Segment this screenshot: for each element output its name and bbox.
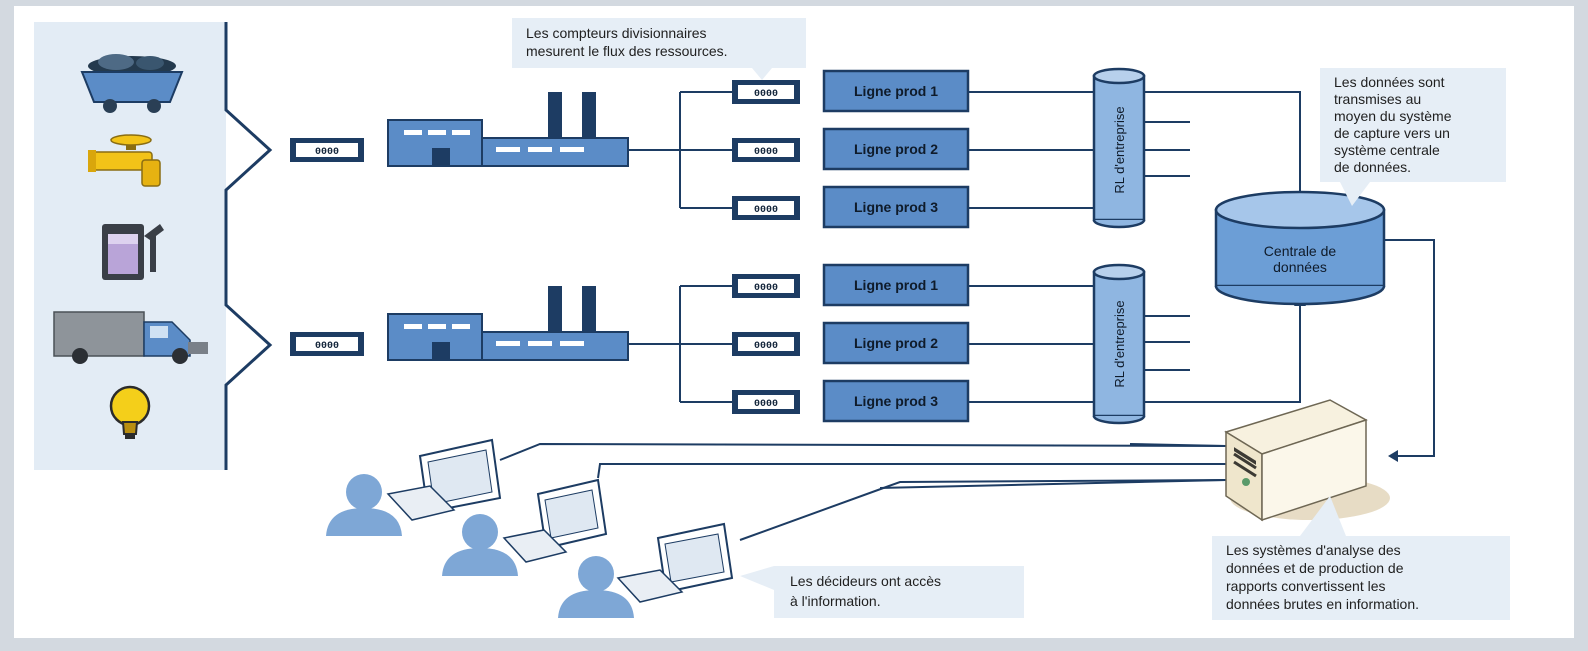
lan-label: RL d'entreprise — [1112, 106, 1127, 193]
meter-reading: 0000 — [754, 205, 778, 216]
sub-meter-bottom-3: 0000 — [732, 390, 800, 414]
callout-analysis-line2: données et de production de — [1226, 560, 1404, 576]
connector-lines — [499, 91, 1435, 541]
callout-data-line6: de données. — [1334, 159, 1411, 175]
main-meter-bottom: 0000 — [290, 332, 364, 356]
factory-top-icon — [387, 92, 629, 167]
production-line-box: Ligne prod 3 — [822, 379, 970, 423]
main-meter-top: 0000 — [290, 138, 364, 162]
workstation-2 — [502, 478, 608, 563]
water-tap-icon — [88, 134, 161, 187]
production-line-box: Ligne prod 2 — [822, 127, 970, 171]
arrow-left-icon — [1388, 450, 1398, 462]
sub-meter-bottom-1: 0000 — [732, 274, 800, 298]
lan-cylinder-bottom: RL d'entreprise — [1092, 263, 1146, 425]
callout-data-line3: moyen du système — [1334, 108, 1452, 124]
callout-analysis-line1: Les systèmes d'analyse des — [1226, 542, 1401, 558]
production-line-label: Ligne prod 3 — [854, 199, 938, 215]
callout-data-transmission: Les données sont transmises au moyen du … — [1320, 68, 1506, 206]
user-avatar-3 — [558, 556, 634, 618]
meter-reading: 0000 — [315, 341, 339, 352]
meter-reading: 0000 — [754, 89, 778, 100]
callout-users-line1: Les décideurs ont accès — [790, 573, 941, 589]
workstation-1 — [386, 438, 502, 521]
sub-meter-top-1: 0000 — [732, 80, 800, 104]
meter-reading: 0000 — [315, 147, 339, 158]
callout-data-line5: système centrale — [1334, 142, 1440, 158]
coal-cart-icon — [80, 54, 184, 113]
production-line-label: Ligne prod 2 — [854, 335, 938, 351]
user-avatar-1 — [326, 474, 402, 536]
callout-users-line2: à l'information. — [790, 593, 881, 609]
callout-data-line2: transmises au — [1334, 91, 1421, 107]
meter-reading: 0000 — [754, 399, 778, 410]
callout-data-line1: Les données sont — [1334, 74, 1445, 90]
workstation-3 — [616, 522, 734, 603]
production-line-box: Ligne prod 1 — [822, 69, 970, 113]
central-database: Centrale de données — [1214, 190, 1386, 306]
truck-icon — [53, 311, 208, 364]
production-line-box: Ligne prod 3 — [822, 185, 970, 229]
production-line-box: Ligne prod 2 — [822, 321, 970, 365]
server-icon — [1224, 399, 1390, 522]
factory-bottom-icon — [387, 286, 629, 361]
callout-analysis-line4: données brutes en information. — [1226, 596, 1419, 612]
sub-meter-bottom-2: 0000 — [732, 332, 800, 356]
sub-meter-top-2: 0000 — [732, 138, 800, 162]
database-label-line1: Centrale de — [1264, 243, 1337, 259]
callout-meters-line2: mesurent le flux des ressources. — [526, 43, 728, 59]
lan-cylinder-top: RL d'entreprise — [1092, 67, 1146, 229]
user-avatar-2 — [442, 514, 518, 576]
sub-meter-top-3: 0000 — [732, 196, 800, 220]
meter-reading: 0000 — [754, 283, 778, 294]
production-line-label: Ligne prod 3 — [854, 393, 938, 409]
callout-meters-line1: Les compteurs divisionnaires — [526, 25, 707, 41]
callout-users: Les décideurs ont accès à l'information. — [740, 566, 1024, 618]
lan-label: RL d'entreprise — [1112, 300, 1127, 387]
database-label-line2: données — [1273, 259, 1327, 275]
production-line-label: Ligne prod 1 — [854, 277, 938, 293]
callout-data-line4: de capture vers un — [1334, 125, 1450, 141]
light-bulb-icon — [109, 385, 151, 439]
fuel-pump-icon — [102, 224, 164, 280]
production-line-label: Ligne prod 2 — [854, 141, 938, 157]
callout-analysis-line3: rapports convertissent les — [1226, 578, 1386, 594]
meter-reading: 0000 — [754, 341, 778, 352]
callout-meters: Les compteurs divisionnaires mesurent le… — [512, 18, 806, 80]
production-line-box: Ligne prod 1 — [822, 263, 970, 307]
production-line-label: Ligne prod 1 — [854, 83, 938, 99]
meter-reading: 0000 — [754, 147, 778, 158]
callout-analysis: Les systèmes d'analyse des données et de… — [1212, 496, 1510, 620]
